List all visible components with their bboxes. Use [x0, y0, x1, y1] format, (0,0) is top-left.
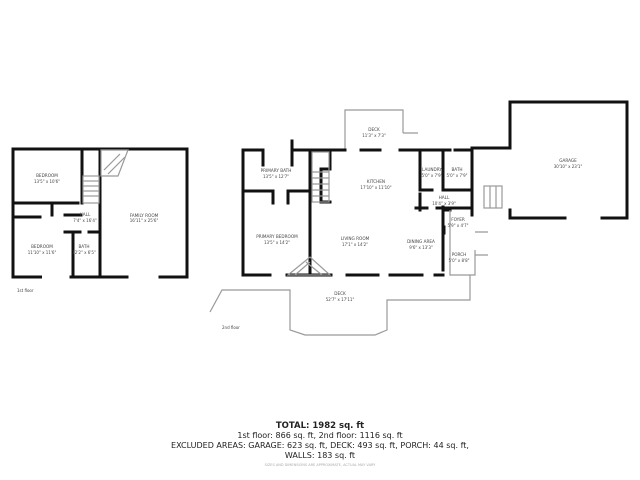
total-area: TOTAL: 1982 sq. ft: [275, 421, 365, 431]
room-size: 5'0" x 8'8": [449, 258, 470, 263]
floor-label: 2nd floor: [222, 325, 240, 330]
room-label: DECK: [368, 127, 380, 132]
room-label: HALL: [439, 195, 450, 200]
fireplace-icon: [100, 149, 129, 177]
room-label: KITCHEN: [367, 179, 385, 184]
room-size: 11'3" x 7'3": [362, 133, 386, 138]
room-size: 17'10" x 11'10": [360, 185, 391, 190]
room-size: 30'10" x 23'1": [554, 164, 583, 169]
room-label: PRIMARY BATH: [261, 168, 292, 173]
excluded-areas: EXCLUDED AREAS: GARAGE: 623 sq. ft, DECK…: [171, 441, 469, 450]
room-size: 52'7" x 17'11": [326, 297, 355, 302]
floor-label: 1st floor: [17, 288, 34, 293]
fireplace-icon: [286, 256, 332, 276]
room-label: PORCH: [452, 252, 467, 257]
room-size: 13'5" x 10'6": [34, 179, 60, 184]
room-size: 7'4" x 16'4": [73, 218, 97, 223]
room-size: 13'5" x 12'7": [263, 174, 289, 179]
deck-outline: [209, 250, 476, 336]
room-label: LIVING ROOM: [341, 236, 370, 241]
disclaimer: SIZES AND DIMENSIONS ARE APPROXIMATE, AC…: [264, 463, 376, 467]
room-label: BATH: [78, 244, 89, 249]
room-size: 9'6" x 13'3": [409, 245, 433, 250]
room-size: 5'0" x 7'9": [447, 173, 468, 178]
room-label: FOYER: [451, 217, 465, 222]
room-size: 17'1" x 14'2": [342, 242, 368, 247]
room-size: 16'11" x 25'6": [130, 218, 159, 223]
room-label: FAMILY ROOM: [130, 213, 159, 218]
room-label: LAUNDRY: [422, 167, 442, 172]
first-floor-stairs-icon: [82, 175, 100, 204]
room-label: BATH: [451, 167, 462, 172]
first-floor-plan: BEDROOM 13'5" x 10'6" HALL 7'4" x 16'4" …: [11, 147, 189, 293]
room-label: DECK: [334, 291, 346, 296]
room-size: 12'2" x 6'5": [72, 250, 96, 255]
room-size: 10'4" x 3'9": [432, 201, 456, 206]
room-size: 5'9" x 4'7": [448, 223, 469, 228]
second-floor-stairs-icon: [311, 151, 503, 209]
room-label: PRIMARY BEDROOM: [256, 234, 298, 239]
walls-area: WALLS: 183 sq. ft: [284, 451, 356, 460]
room-label: DINING AREA: [407, 239, 435, 244]
room-size: 13'5" x 14'2": [264, 240, 290, 245]
room-size: 11'10" x 11'6": [28, 250, 57, 255]
floor-areas: 1st floor: 866 sq. ft, 2nd floor: 1116 s…: [237, 431, 403, 440]
room-label: BEDROOM: [31, 244, 53, 249]
room-label: HALL: [80, 212, 91, 217]
room-label: BEDROOM: [36, 173, 58, 178]
room-size: 5'0" x 7'9": [422, 173, 443, 178]
room-label: GARAGE: [559, 158, 577, 163]
second-floor-plan: DECK 11'3" x 7'3" PRIMARY BATH 13'5" x 1…: [209, 100, 629, 336]
